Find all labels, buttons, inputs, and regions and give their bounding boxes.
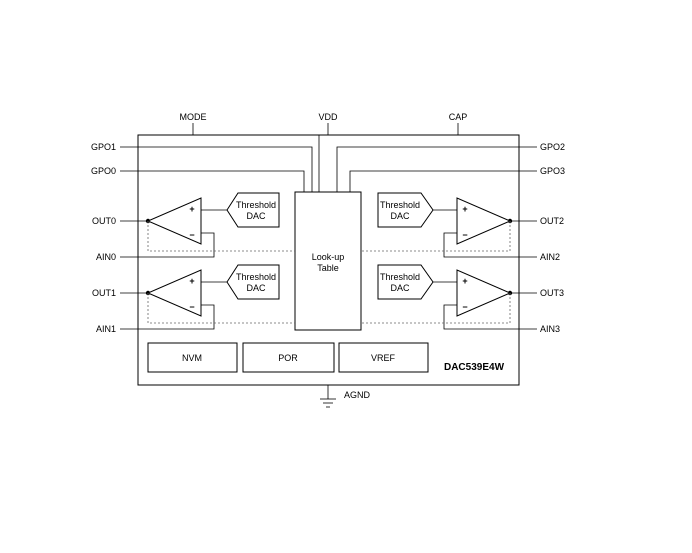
out2-label: OUT2 <box>540 216 564 226</box>
ain2-label: AIN2 <box>540 252 560 262</box>
gpo3-line <box>349 170 537 192</box>
gpo1-label: GPO1 <box>91 142 116 152</box>
threshold-dac-1-label-1: Threshold <box>236 272 276 282</box>
mode-label: MODE <box>180 112 207 122</box>
agnd-label: AGND <box>344 390 371 400</box>
lookup-table-label-1: Look-up <box>312 252 345 262</box>
nvm-block <box>147 342 238 373</box>
amp3-minus: − <box>462 302 467 312</box>
gpo0-label: GPO0 <box>91 166 116 176</box>
amp1-minus: − <box>189 302 194 312</box>
gpo1-line <box>120 146 313 192</box>
threshold-dac-0-label-1: Threshold <box>236 200 276 210</box>
vref-block <box>338 342 429 373</box>
threshold-dac-2 <box>377 192 434 228</box>
gpo0-line <box>120 170 305 192</box>
vdd-label: VDD <box>318 112 338 122</box>
cap-label: CAP <box>449 112 468 122</box>
ain0-line <box>120 232 215 258</box>
por-label: POR <box>278 353 298 363</box>
ch0-dashed-line <box>147 221 295 252</box>
ain3-line <box>443 304 537 330</box>
ground-icon <box>320 385 336 408</box>
part-number: DAC539E4W <box>444 362 505 373</box>
amp2-minus: − <box>462 230 467 240</box>
ain0-label: AIN0 <box>96 252 116 262</box>
ain1-line <box>120 304 215 330</box>
ain3-label: AIN3 <box>540 324 560 334</box>
amp2-plus: + <box>462 204 467 214</box>
amp3-triangle <box>456 269 512 317</box>
ain1-label: AIN1 <box>96 324 116 334</box>
threshold-dac-3 <box>377 264 434 300</box>
gpo2-line <box>336 146 537 192</box>
ain2-line <box>443 232 537 258</box>
nvm-label: NVM <box>182 353 202 363</box>
por-block <box>242 342 335 373</box>
threshold-dac-2-label-2: DAC <box>390 211 410 221</box>
threshold-dac-3-label-2: DAC <box>390 283 410 293</box>
lookup-table-label-2: Table <box>317 263 339 273</box>
amp0-triangle <box>146 197 202 245</box>
out1-label: OUT1 <box>92 288 116 298</box>
threshold-dac-3-label-1: Threshold <box>380 272 420 282</box>
vref-label: VREF <box>371 353 396 363</box>
ch2-dashed-line <box>361 221 511 252</box>
threshold-dac-1-label-2: DAC <box>246 283 266 293</box>
out3-label: OUT3 <box>540 288 564 298</box>
ch1-dashed-line <box>147 293 295 324</box>
threshold-dac-0 <box>226 192 280 228</box>
out0-label: OUT0 <box>92 216 116 226</box>
amp1-plus: + <box>189 276 194 286</box>
threshold-dac-2-label-1: Threshold <box>380 200 420 210</box>
amp0-minus: − <box>189 230 194 240</box>
lookup-table-block <box>294 191 362 331</box>
amp2-triangle <box>456 197 512 245</box>
gpo2-label: GPO2 <box>540 142 565 152</box>
amp0-plus: + <box>189 204 194 214</box>
threshold-dac-0-label-2: DAC <box>246 211 266 221</box>
amp1-triangle <box>146 269 202 317</box>
ch3-dashed-line <box>361 293 511 324</box>
threshold-dac-1 <box>226 264 280 300</box>
amp3-plus: + <box>462 276 467 286</box>
gpo3-label: GPO3 <box>540 166 565 176</box>
